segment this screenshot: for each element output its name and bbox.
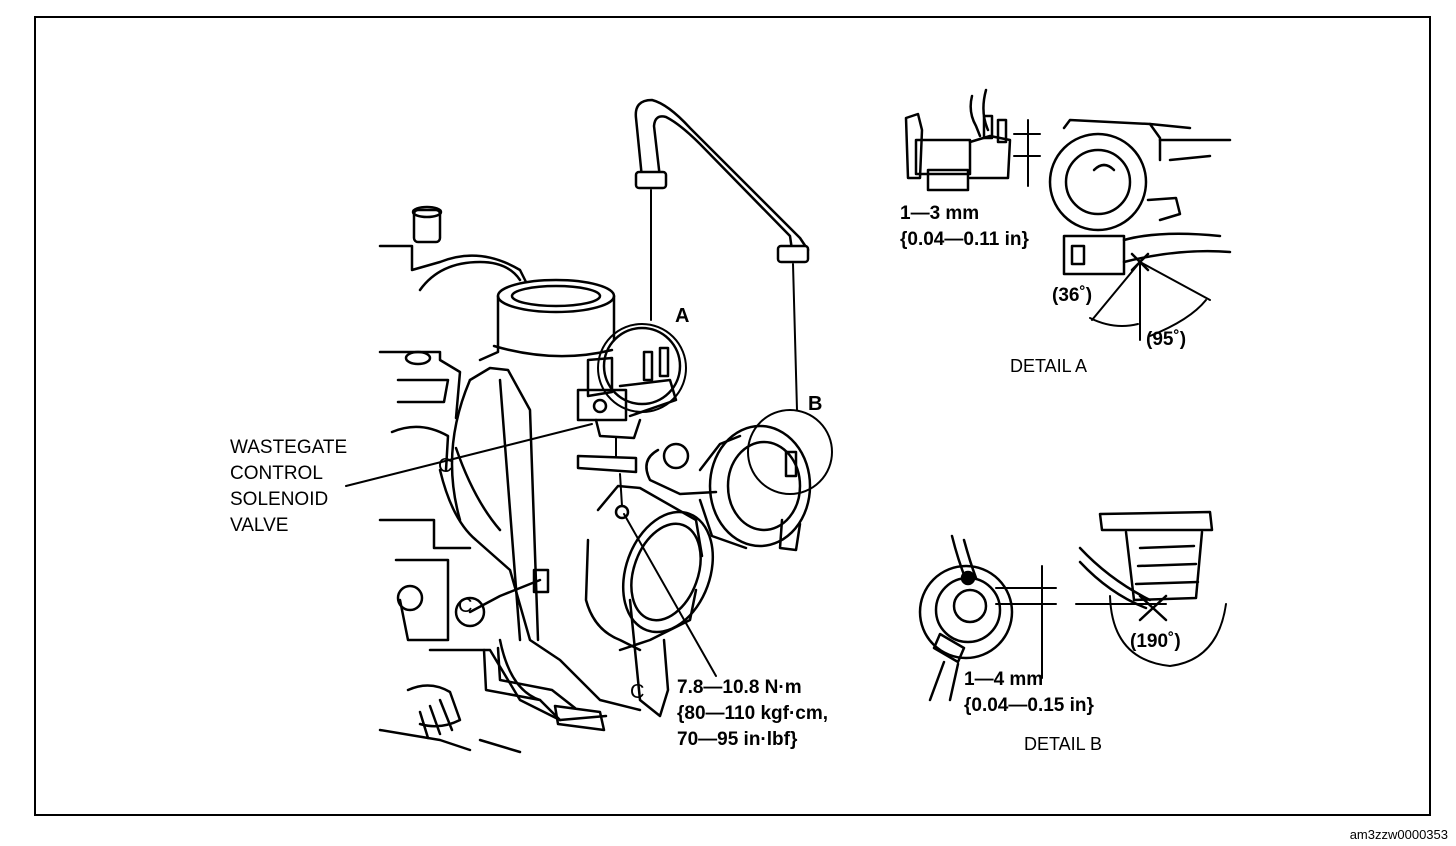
torque-spec-line: 7.8—10.8 N·m <box>677 677 802 698</box>
solenoid-label-line: WASTEGATE <box>230 437 348 458</box>
detail-b-caption: DETAIL B <box>1024 734 1103 754</box>
vacuum-hose <box>634 98 810 411</box>
throttle-assembly <box>584 424 812 718</box>
solenoid-label-line: VALVE <box>230 515 289 536</box>
callout-b-letter: B <box>808 393 823 415</box>
figure-frame <box>34 16 1431 816</box>
figure-id: am3zzw0000353 <box>1349 827 1448 842</box>
c-mark: C <box>458 595 473 617</box>
solenoid-valve <box>576 326 682 507</box>
engine-block <box>378 205 642 754</box>
callout-circles <box>597 323 833 495</box>
clearance-b-in: {0.04—0.15 in} <box>964 695 1094 716</box>
angle-a2: (95˚) <box>1146 329 1187 350</box>
callout-a-letter: A <box>675 305 690 327</box>
torque-spec-line: 70—95 in·lbf} <box>677 729 798 750</box>
angle-b: (190˚) <box>1130 631 1181 652</box>
c-mark: C <box>630 681 645 703</box>
detail-b-drawing <box>918 510 1227 702</box>
torque-spec-line: {80—110 kgf·cm, <box>677 703 829 724</box>
c-mark: C <box>438 455 453 477</box>
solenoid-label-line: CONTROL <box>230 463 323 484</box>
detail-a-caption: DETAIL A <box>1010 356 1088 376</box>
leader-lines <box>345 423 717 677</box>
angle-a1: (36˚) <box>1052 285 1093 306</box>
clearance-a-mm: 1—3 mm <box>900 203 980 224</box>
clearance-a-in: {0.04—0.11 in} <box>900 229 1029 250</box>
detail-a-drawing <box>904 88 1232 341</box>
clearance-b-mm: 1—4 mm <box>964 669 1044 690</box>
solenoid-label-line: SOLENOID <box>230 489 329 510</box>
